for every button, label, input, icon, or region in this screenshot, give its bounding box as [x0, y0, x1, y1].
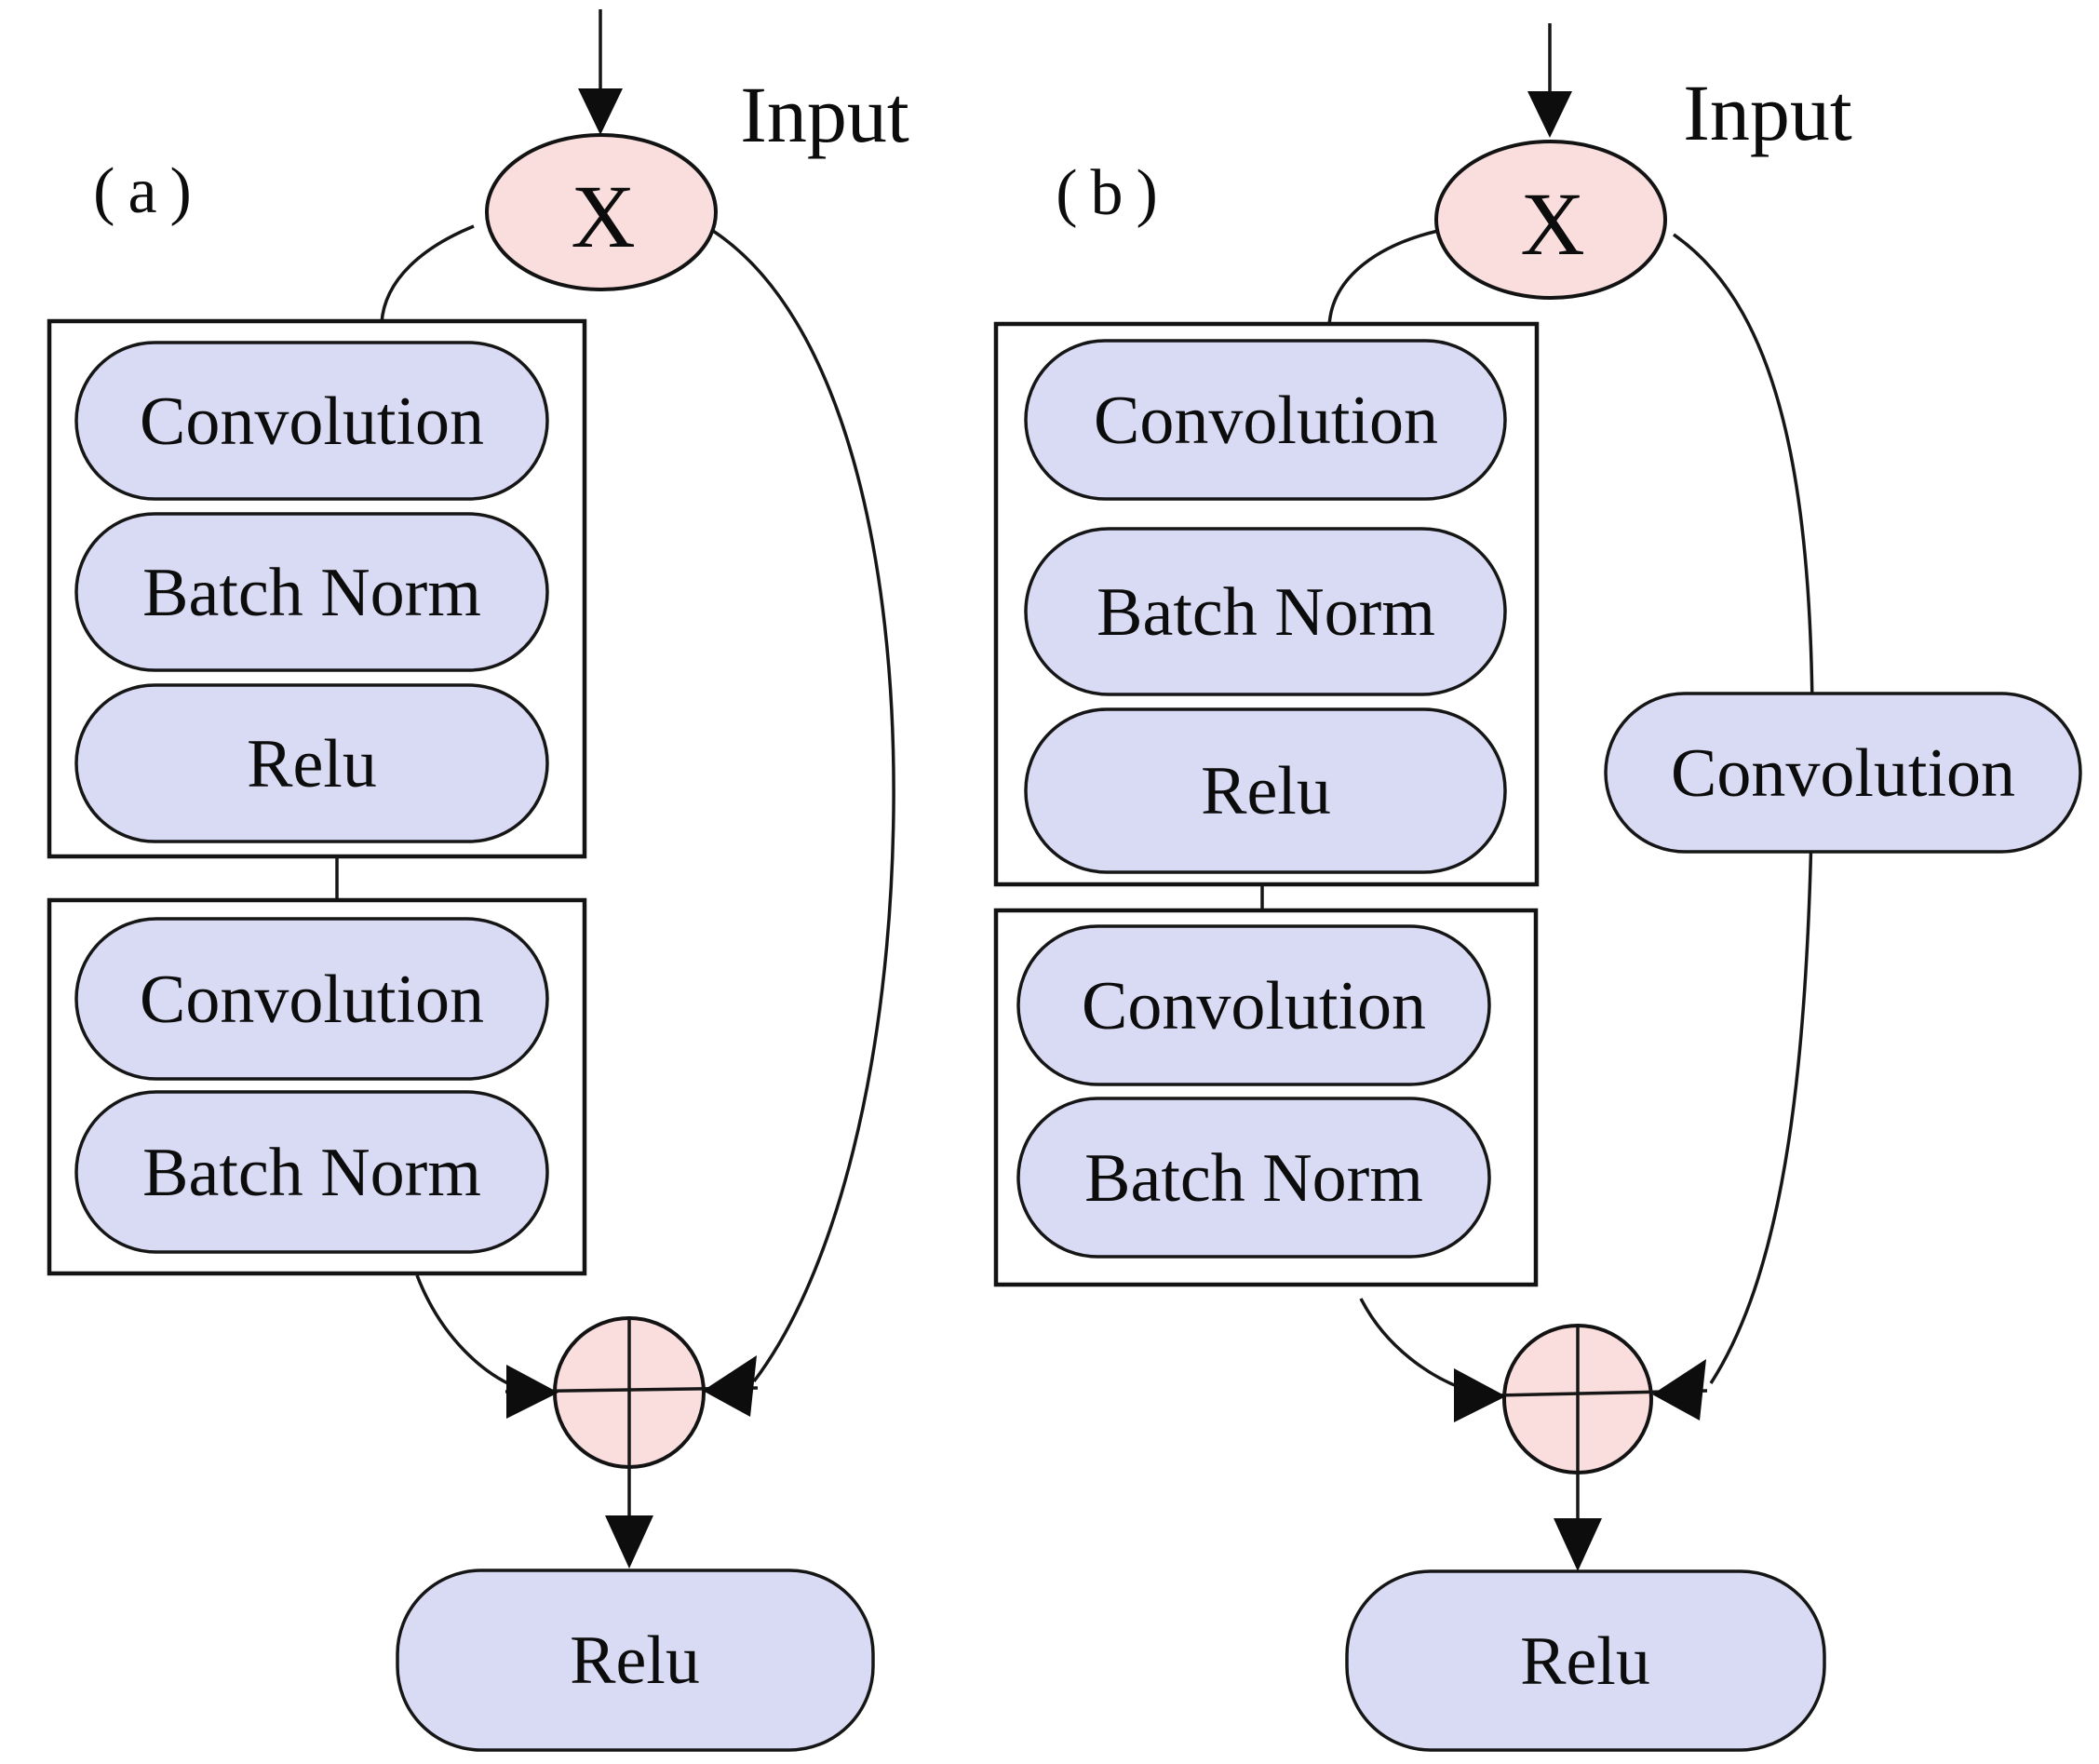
- add-arrowhead-right-a: [703, 1355, 757, 1417]
- skip-curve-left-b: [1327, 229, 1439, 327]
- node-label: Relu: [247, 726, 377, 802]
- add-arrowhead-left-b: [1454, 1368, 1506, 1422]
- node-label: Convolution: [140, 962, 484, 1038]
- residual-curve-into-add-b: [1359, 1298, 1462, 1390]
- node-label: Batch Norm: [1084, 1140, 1423, 1217]
- node-pill: [74, 512, 549, 672]
- node-label: Convolution: [140, 384, 484, 460]
- panel-b: (b) Input X Convolution Batch Norm Relu …: [993, 23, 2082, 1752]
- input-label-a: Input: [740, 70, 909, 159]
- output-node-label-b: Relu: [1520, 1623, 1650, 1700]
- node-pill: [1016, 924, 1491, 1086]
- node-pill: [1024, 339, 1507, 501]
- add-arrowhead-left-a: [506, 1365, 558, 1419]
- node-pill: [1024, 707, 1507, 874]
- node-label: Batch Norm: [142, 1135, 481, 1211]
- panel-b-label: (b): [1056, 157, 1171, 229]
- node-label: Batch Norm: [1097, 574, 1435, 651]
- output-node-a: [396, 1569, 875, 1752]
- node-label: Convolution: [1082, 968, 1426, 1044]
- input-arrowhead-b: [1527, 91, 1572, 138]
- x-node-a: [485, 133, 718, 291]
- node-label: Batch Norm: [142, 555, 481, 631]
- node-pill: [74, 1090, 549, 1254]
- node-label: Convolution: [1094, 383, 1438, 459]
- output-arrowhead-b: [1554, 1518, 1602, 1571]
- output-node-label-a: Relu: [570, 1623, 700, 1699]
- node-pill: [1024, 527, 1507, 696]
- skip-curve-left-a: [380, 224, 475, 324]
- x-node-label-a: X: [571, 167, 635, 266]
- shortcut-conv-node-b: [1604, 692, 2082, 854]
- add-arrowhead-right-b: [1652, 1359, 1706, 1421]
- node-label: Relu: [1201, 753, 1331, 829]
- node-pill: [1016, 1097, 1491, 1259]
- node-pill: [74, 341, 549, 501]
- output-node-b: [1345, 1569, 1826, 1752]
- panel-a: (a) Input X Convolution Batch Norm Relu …: [47, 9, 909, 1752]
- shortcut-conv-label-b: Convolution: [1671, 735, 2015, 812]
- input-arrowhead-a: [578, 88, 623, 135]
- x-node-b: [1434, 140, 1667, 300]
- x-node-label-b: X: [1520, 174, 1584, 274]
- panel-a-label: (a): [93, 155, 205, 227]
- skip-curve-right-a: [712, 229, 895, 1383]
- residual-curve-into-add-a: [415, 1274, 515, 1388]
- node-pill: [74, 917, 549, 1081]
- output-arrowhead-a: [605, 1515, 653, 1569]
- node-pill: [74, 683, 549, 843]
- input-label-b: Input: [1683, 68, 1852, 157]
